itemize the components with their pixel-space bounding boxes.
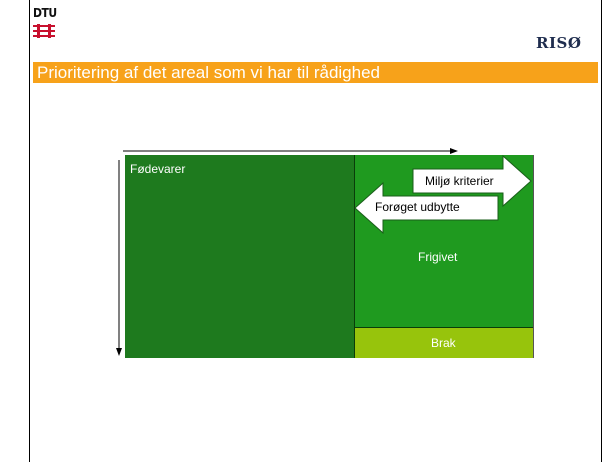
environment-arrow-label: Miljø kriterier <box>425 174 494 188</box>
vertical-axis-arrow <box>116 160 122 356</box>
frame-right-line <box>601 0 602 462</box>
yield-arrow-label: Forøget udbytte <box>375 200 460 214</box>
block-border-right <box>533 155 534 358</box>
fallow-block <box>355 328 533 358</box>
fallow-label: Brak <box>431 336 456 350</box>
freed-label: Frigivet <box>418 250 458 264</box>
environment-arrow-shape <box>412 154 532 208</box>
title-bar <box>33 62 598 83</box>
frame-left-line <box>29 0 30 462</box>
block-divider-vertical <box>354 155 355 358</box>
food-block <box>125 155 355 358</box>
dtu-logo-icon <box>33 24 55 38</box>
food-label: Fødevarer <box>130 162 186 176</box>
dtu-logo-text: DTU <box>33 6 57 20</box>
riso-logo: RISØ <box>536 34 582 52</box>
horizontal-axis-arrow <box>123 148 458 154</box>
block-divider-horizontal <box>355 327 533 328</box>
page-title: Prioritering af det areal som vi har til… <box>37 63 380 82</box>
yield-arrow-shape <box>354 181 499 235</box>
